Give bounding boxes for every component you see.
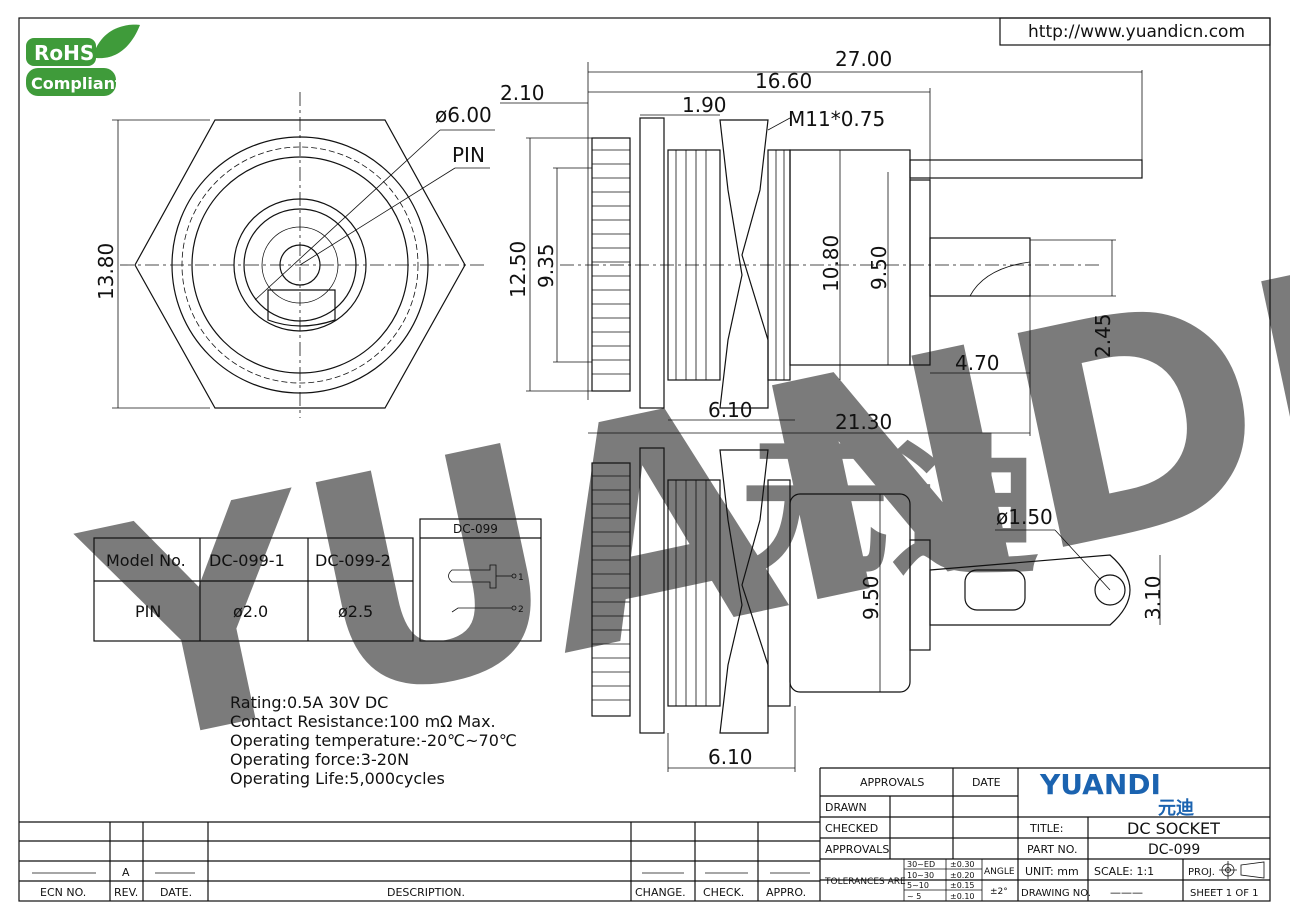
- tab-hole: [1094, 574, 1126, 606]
- header-description: DESCRIPTION.: [387, 886, 465, 899]
- revision-letter: A: [122, 866, 130, 879]
- table-cell-pin1: ø2.0: [233, 602, 268, 621]
- spec-life: Operating Life:5,000cycles: [230, 769, 445, 788]
- header-rev: REV.: [114, 886, 138, 899]
- part-label: PART NO.: [1027, 843, 1077, 856]
- schematic-pin2: 2: [518, 605, 524, 615]
- table-header-dc0992: DC-099-2: [315, 551, 391, 570]
- angle-label: ANGLE: [984, 867, 1015, 877]
- dim-flange-offset: 2.10: [500, 81, 545, 105]
- spec-contact-resistance: Contact Resistance:100 mΩ Max.: [230, 712, 496, 731]
- dim-tab-width: 3.10: [1141, 575, 1165, 620]
- tol-range-2: 10~30: [907, 871, 934, 880]
- dim-total-length: 27.00: [835, 47, 892, 71]
- tol-value-4: ±0.10: [950, 892, 975, 901]
- projection-label: PROJ.: [1188, 867, 1215, 878]
- header-check: CHECK.: [703, 886, 744, 899]
- tol-value-2: ±0.20: [950, 871, 975, 880]
- dim-overall-length: 21.30: [835, 410, 892, 434]
- schematic-title: DC-099: [453, 522, 498, 536]
- center-terminal: [929, 237, 1031, 297]
- tol-range-3: 5~10: [907, 881, 929, 890]
- angle-value: ±2°: [990, 887, 1008, 897]
- drawing-no-value: ———: [1110, 886, 1143, 899]
- approvals-header: APPROVALS: [860, 776, 924, 789]
- model-table: Model No. DC-099-1 DC-099-2 PIN ø2.0 ø2.…: [93, 537, 414, 642]
- dim-bottom-body-dia: 9.50: [859, 575, 883, 620]
- dim-thread: M11*0.75: [788, 107, 885, 131]
- hex-nut-outline: [134, 119, 466, 409]
- company-logo: YUANDI: [1039, 768, 1161, 801]
- title-block: APPROVALS DATE DRAWN CHECKED APPROVALS T…: [820, 767, 1270, 901]
- table-header-dc0991: DC-099-1: [209, 551, 285, 570]
- dim-front-height: 13.80: [94, 243, 118, 300]
- schematic-box: DC-099 1 2: [419, 518, 542, 642]
- schematic-pin1: 1: [518, 573, 524, 583]
- tolerances-label: TOLERANCES ARE: [824, 877, 906, 887]
- drawn-label: DRAWN: [825, 801, 867, 814]
- tol-range-1: 30~ED: [907, 860, 935, 869]
- sleeve-terminal: [909, 159, 1143, 179]
- tol-range-4: ~ 5: [907, 892, 921, 901]
- checked-label: CHECKED: [825, 822, 878, 835]
- dim-front-diameter: ø6.00: [435, 103, 492, 127]
- header-ecn: ECN NO.: [40, 886, 86, 899]
- dim-hole-dia: ø1.50: [996, 505, 1053, 529]
- title-label: TITLE:: [1029, 822, 1063, 835]
- pin-symbol: [448, 564, 497, 589]
- pin-label: PIN: [452, 143, 485, 167]
- unit-label: UNIT: mm: [1025, 865, 1079, 878]
- side-view-top: 27.00 16.60 2.10 1.90 M11*0.75 12.50 9.3…: [500, 47, 1143, 436]
- spec-force: Operating force:3-20N: [230, 750, 409, 769]
- title-value: DC SOCKET: [1127, 819, 1220, 838]
- knurled-cap: [591, 137, 631, 392]
- rohs-badge: RoHS Compliant: [26, 24, 140, 96]
- scale-label: SCALE: 1:1: [1094, 865, 1154, 878]
- dim-terminal-length: 4.70: [955, 351, 1000, 375]
- table-cell-pin2: ø2.5: [338, 602, 373, 621]
- tol-value-1: ±0.30: [950, 860, 975, 869]
- drawing-border: [18, 17, 1271, 902]
- company-logo-chinese: 元迪: [1158, 798, 1194, 819]
- sheet-label: SHEET 1 OF 1: [1190, 888, 1259, 899]
- drawing-no-label: DRAWING NO.: [1021, 888, 1091, 899]
- part-value: DC-099: [1148, 842, 1200, 858]
- spec-rating: Rating:0.5A 30V DC: [230, 693, 388, 712]
- dim-bottom-nut-width: 6.10: [708, 745, 753, 769]
- header-appro: APPRO.: [766, 886, 806, 899]
- dim-terminal-offset: 2.45: [1091, 313, 1115, 358]
- spec-temperature: Operating temperature:-20℃~70℃: [230, 731, 517, 750]
- dim-nut-gap: 1.90: [682, 93, 727, 117]
- header-date: DATE.: [160, 886, 192, 899]
- website-url: http://www.yuandicn.com: [1028, 22, 1245, 42]
- washer: [639, 117, 665, 409]
- revision-block: A ECN NO. REV. DATE. DESCRIPTION. CHANGE…: [19, 768, 821, 901]
- compliant-label: Compliant: [31, 74, 123, 93]
- contact-spring: [267, 289, 336, 327]
- website-box: http://www.yuandicn.com: [999, 17, 1271, 46]
- dim-nut-dia: 10.80: [819, 235, 843, 292]
- tol-value-3: ±0.15: [950, 881, 975, 890]
- solder-tab: [929, 554, 1131, 626]
- dim-front-dia: 9.35: [534, 243, 558, 288]
- side-view-bottom: 9.50 ø1.50 3.10 6.10: [591, 447, 1165, 772]
- dim-nut-width: 6.10: [708, 398, 753, 422]
- table-header-model: Model No.: [106, 551, 186, 570]
- dim-body-dia: 9.50: [867, 245, 891, 290]
- dim-knurl-diameter: 12.50: [506, 241, 530, 298]
- header-change: CHANGE.: [635, 886, 686, 899]
- projection-symbol-icon: [1219, 861, 1265, 879]
- table-cell-pin: PIN: [135, 602, 161, 621]
- specifications: Rating:0.5A 30V DC Contact Resistance:10…: [230, 693, 517, 788]
- dim-body-length: 16.60: [755, 69, 812, 93]
- approvals-label: APPROVALS: [825, 843, 889, 856]
- front-view: 13.80 ø6.00 PIN: [94, 92, 495, 418]
- date-header: DATE: [972, 776, 1001, 789]
- hex-nut-side: [719, 119, 769, 409]
- rohs-label: RoHS: [34, 41, 94, 65]
